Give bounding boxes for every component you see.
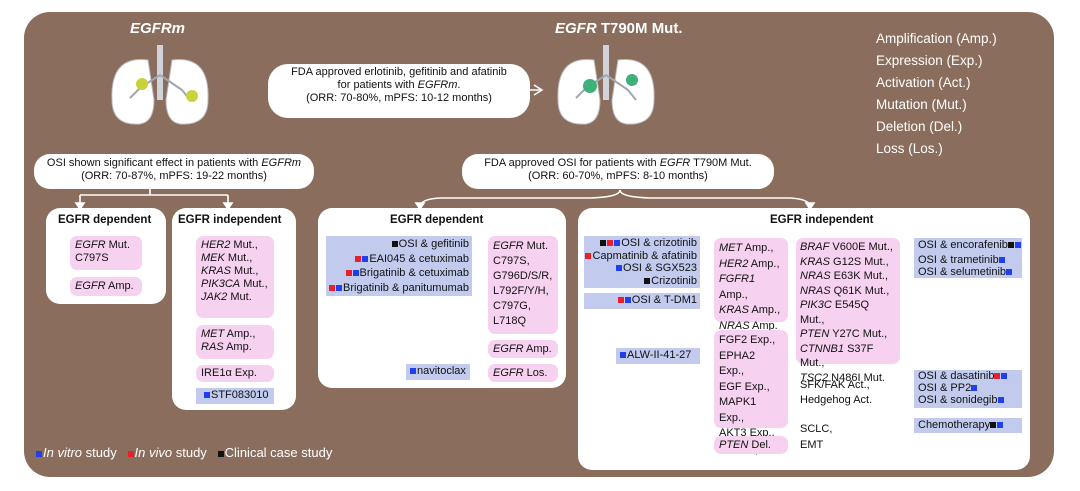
pten-del-item: PTEN Del. <box>714 436 788 454</box>
erlotinib-approval-box: FDA approved erlotinib, gefitinib and af… <box>268 64 530 118</box>
box4-drug-list-a: OSI & crizotinib Capmatinib & afatinib O… <box>584 236 700 288</box>
title-t790m: EGFR T790M Mut. <box>555 20 683 37</box>
hedgehog-act: Hedgehog Act. <box>800 394 873 406</box>
egfr-c797s-item: EGFR Mut.C797S <box>70 236 142 270</box>
osi-t790m-approval-pill: FDA approved OSI for patients with EGFR … <box>462 154 774 189</box>
box3-drug-list: OSI & gefitinib EAI045 & cetuximab Briga… <box>326 236 472 296</box>
box4-drug-b: OSI & T-DM1 <box>584 293 700 309</box>
ire1-exp-item: IRE1α Exp. <box>196 365 274 382</box>
in-vitro-marker <box>36 450 42 457</box>
stf083010-drug: STF083010 <box>196 388 274 404</box>
box4-amp-list: MET Amp., HER2 Amp., FGFR1 Amp., KRAS Am… <box>714 238 788 332</box>
box4-mutation-list: BRAF V600E Mut., KRAS G12S Mut., NRAS E6… <box>796 238 900 384</box>
lungs-right-illustration <box>557 45 655 125</box>
navitoclax-drug: navitoclax <box>406 364 470 380</box>
osi-efficacy-pill: OSI shown significant effect in patients… <box>34 154 314 189</box>
osi-encorafenib-drug: OSI & encorafenib <box>914 238 1022 254</box>
in-vitro-marker <box>204 392 210 399</box>
emt-item: EMT <box>800 439 824 451</box>
osi-trametinib-selumetinib-drugs: OSI & trametinib OSI & selumetinib <box>914 254 1022 278</box>
title-egfrm: EGFRm <box>130 20 186 37</box>
box3-header: EGFR dependent <box>390 214 484 226</box>
box4-exp-list: FGF2 Exp., EPHA2 Exp., EGF Exp., MAPK1 E… <box>714 330 788 455</box>
abbreviation-list: Amplification (Amp.) Expression (Exp.) A… <box>876 31 997 156</box>
osi-dasatinib-pp2-drugs: OSI & dasatinib OSI & PP2 <box>914 370 1022 394</box>
box2-header: EGFR independent <box>178 214 282 226</box>
alw-ii-41-27-drug: ALW-II-41-27 <box>616 348 700 364</box>
box3-egfr-amp: EGFR Amp. <box>488 340 558 358</box>
lungs-left-illustration <box>111 45 209 125</box>
sfk-fak-act: SFK/FAK Act., <box>800 379 870 391</box>
clinical-marker <box>217 450 224 457</box>
osi-sonidegib-drug: OSI & sonidegib <box>914 394 1022 408</box>
box1-header: EGFR dependent <box>58 214 152 226</box>
chemotherapy-drug: Chemotherapy <box>914 418 1022 433</box>
legend: In vitro study In vivo study Clinical ca… <box>36 445 332 460</box>
box4-header: EGFR independent <box>770 214 874 226</box>
box3-egfr-los: EGFR Los. <box>488 364 558 382</box>
box2-amp-list: MET Amp., RAS Amp. <box>196 325 274 359</box>
box2-mutation-list: HER2 Mut., MEK Mut., KRAS Mut., PIK3CA M… <box>196 236 274 318</box>
sclc-item: SCLC, <box>800 423 833 435</box>
in-vivo-marker <box>127 450 134 457</box>
box3-mutation-list: EGFR Mut. C797S, G796D/S/R, L792F/Y/H, C… <box>488 236 558 334</box>
egfr-amp-item: EGFR Amp. <box>70 277 142 296</box>
